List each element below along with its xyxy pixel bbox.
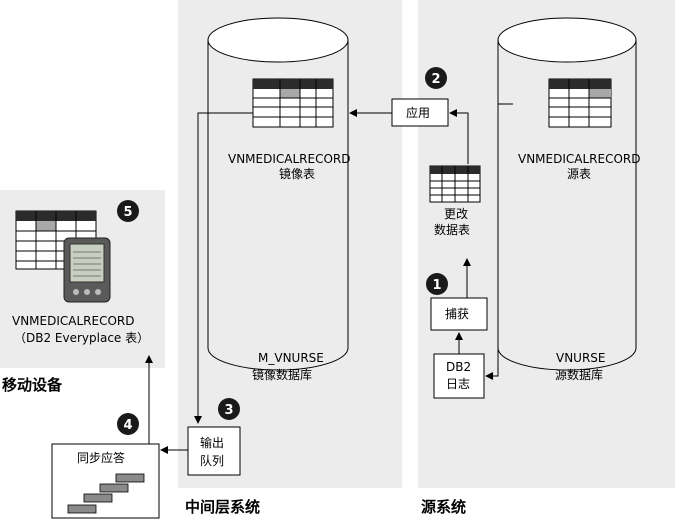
source-title: 源系统 bbox=[421, 498, 466, 516]
source-to-db2-log-arrow bbox=[485, 103, 513, 380]
source-db-desc: 源数据库 bbox=[555, 367, 603, 382]
mirror-table-desc: 镜像表 bbox=[279, 166, 315, 181]
output-queue-label-2: 队列 bbox=[200, 453, 224, 468]
source-database-cylinder bbox=[497, 17, 637, 371]
sync-response-box: 同步应答 bbox=[51, 443, 160, 519]
step-marker-1: 1 bbox=[426, 273, 448, 295]
source-db-name: VNURSE bbox=[556, 351, 606, 365]
db2-log-box: DB2 日志 bbox=[433, 353, 485, 399]
output-queue-box: 输出 队列 bbox=[187, 426, 241, 476]
source-table-grid bbox=[548, 78, 612, 128]
mobile-title: 移动设备 bbox=[2, 376, 63, 394]
capture-label: 捕获 bbox=[445, 306, 469, 321]
middle-title: 中间层系统 bbox=[185, 498, 260, 516]
apply-label: 应用 bbox=[406, 105, 430, 120]
change-data-to-apply-arrow bbox=[449, 109, 469, 164]
apply-box: 应用 bbox=[391, 98, 449, 127]
step-marker-5: 5 bbox=[117, 200, 139, 222]
mirror-to-output-queue-arrow bbox=[194, 112, 253, 424]
stairs-icon bbox=[67, 473, 145, 514]
svg-text:1: 1 bbox=[432, 278, 441, 293]
change-data-label-2: 数据表 bbox=[434, 222, 470, 237]
mobile-table-name: VNMEDICALRECORD bbox=[12, 314, 135, 328]
svg-text:2: 2 bbox=[431, 72, 440, 87]
mobile-table-desc: （DB2 Everyplace 表） bbox=[14, 331, 149, 345]
mirror-table-grid bbox=[252, 78, 334, 128]
db2-log-label-2: 日志 bbox=[446, 377, 470, 391]
step-marker-3: 3 bbox=[218, 398, 240, 420]
flow-connectors bbox=[145, 103, 513, 454]
handheld-device-icon bbox=[63, 237, 111, 303]
svg-text:4: 4 bbox=[123, 418, 132, 433]
sync-response-label: 同步应答 bbox=[77, 450, 125, 465]
mirror-db-name: M_VNURSE bbox=[258, 351, 324, 365]
step-marker-4: 4 bbox=[117, 413, 139, 435]
mirror-table-name: VNMEDICALRECORD bbox=[228, 152, 351, 166]
mirror-database-cylinder bbox=[207, 17, 349, 371]
step-marker-2: 2 bbox=[425, 67, 447, 89]
source-table-name: VNMEDICALRECORD bbox=[518, 152, 641, 166]
db2-log-label-1: DB2 bbox=[446, 360, 471, 374]
svg-text:5: 5 bbox=[123, 205, 132, 220]
mirror-db-desc: 镜像数据库 bbox=[252, 367, 312, 382]
capture-box: 捕获 bbox=[430, 297, 488, 331]
change-data-table-icon bbox=[429, 165, 481, 203]
output-queue-label-1: 输出 bbox=[200, 435, 224, 450]
source-table-desc: 源表 bbox=[567, 167, 591, 181]
svg-text:3: 3 bbox=[224, 403, 233, 418]
change-data-label-1: 更改 bbox=[444, 207, 468, 221]
